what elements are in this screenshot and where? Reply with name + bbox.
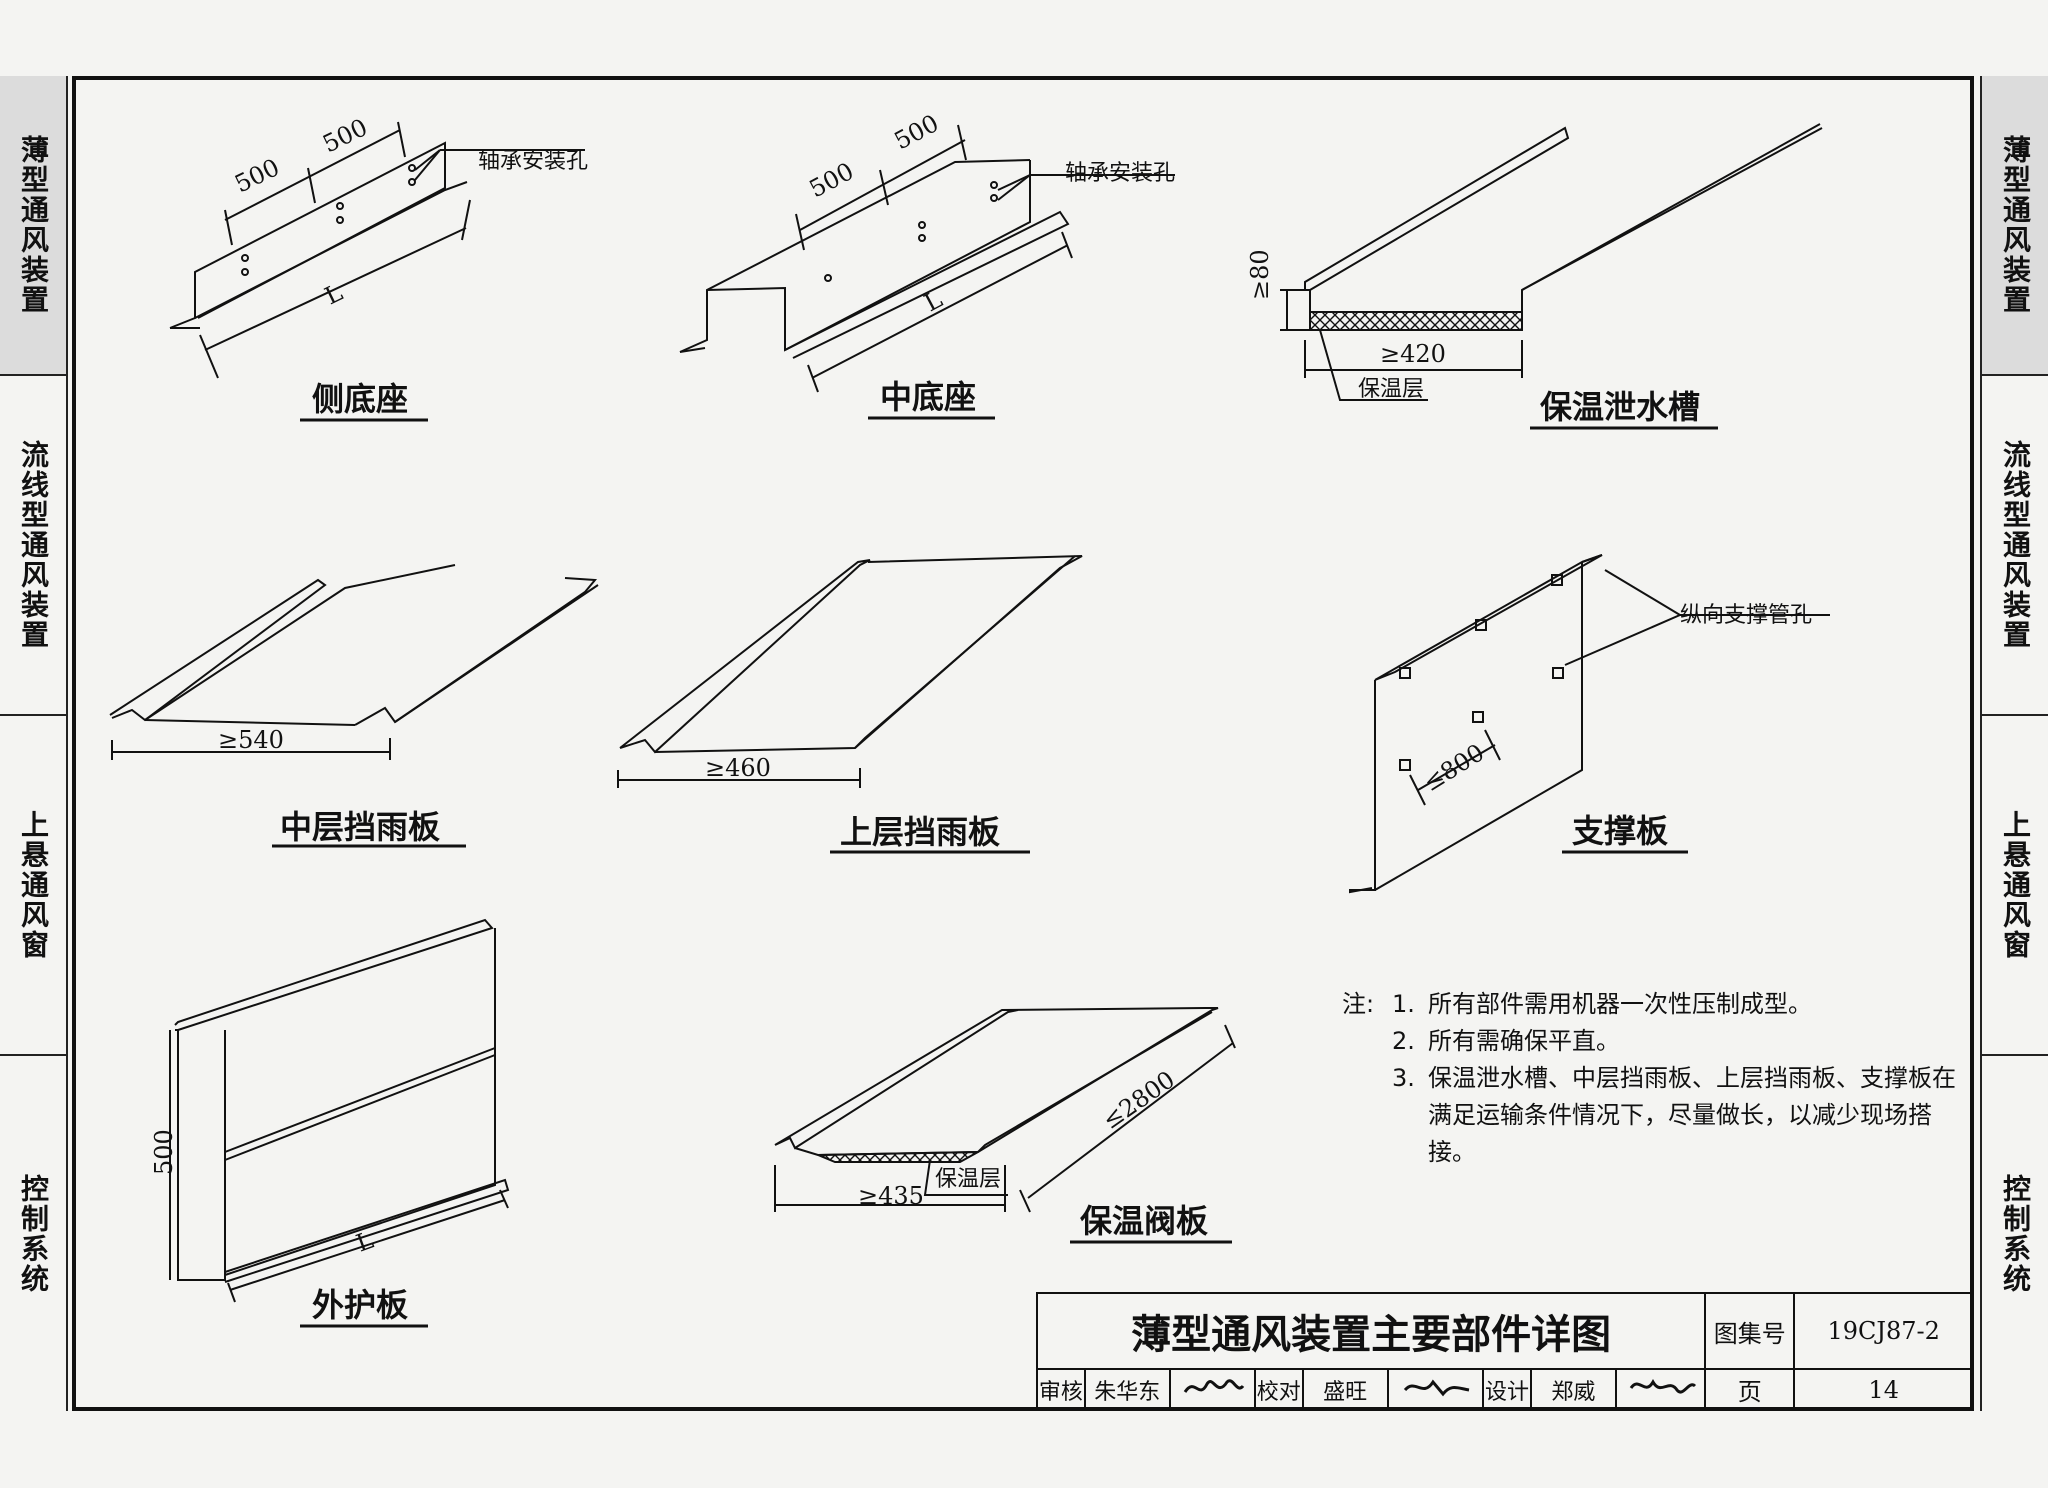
mid-base-caption: 中底座 [880, 378, 976, 416]
damper-length: ≤2800 [1097, 1065, 1180, 1135]
note-text: 所有部件需用机器一次性压制成型。 [1428, 990, 1812, 1018]
tab-top-hung-window-right[interactable]: 上悬通风窗 [1982, 716, 2048, 1056]
note-number: 2. [1392, 1027, 1415, 1055]
tab-label: 流线型通风装置 [1999, 440, 2032, 650]
tab-label: 控制系统 [1999, 1173, 2032, 1294]
outer-panel-drawing [169, 918, 510, 1303]
side-base-dim2: 500 [318, 113, 371, 158]
title-block: 薄型通风装置主要部件详图 图集号 19CJ87-2 审核 朱华东 校对 盛旺 设… [1035, 1292, 1974, 1411]
page-label: 页 [1704, 1368, 1796, 1411]
review-label: 审核 [1036, 1368, 1086, 1411]
tab-control-system[interactable]: 控制系统 [0, 1056, 66, 1411]
mid-rain-board-width: ≥540 [218, 726, 284, 754]
tab-label: 上悬通风窗 [17, 810, 50, 960]
design-label: 设计 [1482, 1368, 1532, 1411]
designer-name: 郑威 [1529, 1368, 1617, 1411]
tab-label: 上悬通风窗 [1999, 810, 2032, 960]
mid-base-dim1: 500 [805, 157, 859, 203]
mid-rain-board-drawing [109, 564, 599, 760]
support-board-hole-label: 纵向支撑管孔 [1680, 603, 1812, 628]
mid-base-hole-label: 轴承安装孔 [1065, 161, 1175, 186]
gutter-width: ≥420 [1380, 340, 1446, 368]
top-rain-board-caption: 上层挡雨板 [840, 813, 1000, 851]
outer-panel-length: L [352, 1226, 377, 1258]
tab-thin-vent-right[interactable]: 薄型通风装置 [1982, 76, 2048, 376]
top-rain-board-width: ≥460 [705, 754, 771, 782]
mid-base-drawing [679, 124, 1073, 393]
tab-label: 流线型通风装置 [17, 440, 50, 650]
reviewer-signature [1168, 1368, 1256, 1411]
gutter-drawing [1280, 123, 1823, 401]
reviewer-name: 朱华东 [1083, 1368, 1171, 1411]
side-base-hole-label: 轴承安装孔 [478, 149, 588, 174]
tab-label: 控制系统 [17, 1173, 50, 1294]
damper-insulation-label: 保温层 [935, 1167, 1001, 1192]
support-board-spacing: ≤800 [1418, 738, 1489, 797]
mid-base-length: L [920, 285, 947, 317]
side-base-caption: 侧底座 [312, 380, 408, 418]
tab-label: 薄型通风装置 [17, 135, 50, 315]
notes-block: 注: 1. 所有部件需用机器一次性压制成型。 2. 所有需确保平直。 3. 保温… [1342, 986, 1962, 1171]
designer-signature [1614, 1368, 1707, 1411]
side-base-length: L [320, 278, 347, 310]
damper-caption: 保温阀板 [1080, 1202, 1208, 1240]
right-tab-bar [1980, 76, 2048, 1411]
note-text: 保温泄水槽、中层挡雨板、上层挡雨板、支撑板在满足运输条件情况下，尽量做长，以减少… [1428, 1064, 1956, 1166]
page-number: 14 [1793, 1368, 1974, 1411]
tab-thin-vent[interactable]: 薄型通风装置 [0, 76, 66, 376]
note-text: 所有需确保平直。 [1428, 1027, 1620, 1055]
check-label: 校对 [1253, 1368, 1304, 1411]
drawing-frame [72, 76, 1974, 1411]
support-board-drawing [1349, 554, 1830, 894]
notes-prefix: 注: [1342, 990, 1375, 1018]
left-tab-bar [0, 76, 68, 1411]
gutter-insulation-label: 保温层 [1358, 377, 1424, 402]
damper-width: ≥435 [858, 1182, 924, 1210]
tab-streamline-vent[interactable]: 流线型通风装置 [0, 376, 66, 716]
support-board-caption: 支撑板 [1572, 812, 1668, 850]
note-number: 1. [1392, 990, 1415, 1018]
drawing-title: 薄型通风装置主要部件详图 [1035, 1292, 1707, 1370]
gutter-caption: 保温泄水槽 [1540, 388, 1700, 426]
tab-control-system-right[interactable]: 控制系统 [1982, 1056, 2048, 1411]
gutter-height: ≥80 [1246, 249, 1274, 300]
damper-drawing [774, 1007, 1236, 1213]
outer-panel-caption: 外护板 [312, 1286, 408, 1324]
side-base-drawing [169, 121, 471, 379]
side-base-dim1: 500 [230, 153, 283, 198]
atlas-label: 图集号 [1704, 1292, 1796, 1370]
note-number: 3. [1392, 1064, 1415, 1092]
tab-top-hung-window[interactable]: 上悬通风窗 [0, 716, 66, 1056]
tab-label: 薄型通风装置 [1999, 135, 2032, 315]
atlas-number: 19CJ87-2 [1793, 1292, 1974, 1370]
checker-name: 盛旺 [1301, 1368, 1389, 1411]
checker-signature [1386, 1368, 1485, 1411]
mid-base-dim2: 500 [890, 109, 944, 155]
outer-panel-height: 500 [150, 1129, 178, 1175]
mid-rain-board-caption: 中层挡雨板 [280, 808, 440, 846]
tab-streamline-vent-right[interactable]: 流线型通风装置 [1982, 376, 2048, 716]
top-rain-board-drawing [617, 555, 1083, 788]
